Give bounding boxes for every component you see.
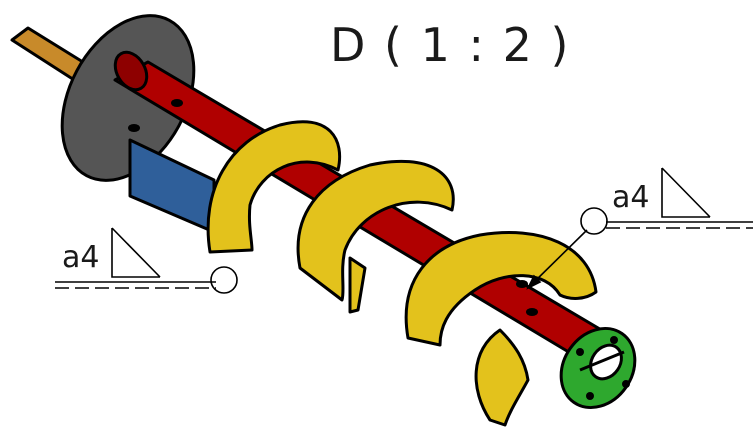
- weld-symbol-left: [55, 227, 238, 294]
- flight-4: [474, 328, 530, 427]
- disc-flange: [60, 14, 196, 182]
- bracket-plate: [128, 138, 216, 234]
- weld-label-right: a4: [612, 180, 650, 215]
- flight-2-tail: [348, 256, 367, 314]
- flight-3: [404, 231, 598, 347]
- flight-1: [206, 120, 342, 254]
- weld-symbol-right: [526, 167, 753, 290]
- view-title: D ( 1 : 2 ): [330, 18, 571, 72]
- end-flange: [559, 326, 637, 410]
- screw-flights: [206, 120, 598, 427]
- flight-2: [296, 159, 455, 302]
- weld-label-left: a4: [62, 240, 100, 275]
